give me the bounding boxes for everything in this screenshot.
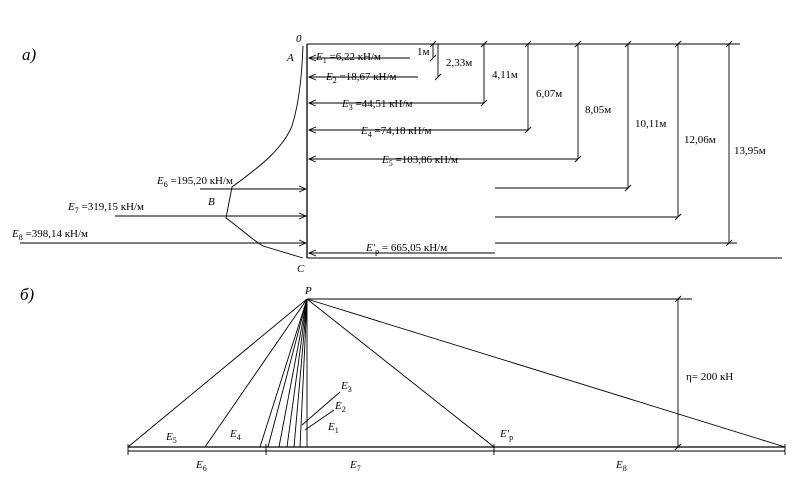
part-a-label: а) bbox=[22, 45, 37, 64]
force-label-e2: E2 =18,67 кН/м bbox=[325, 71, 397, 85]
depth-label-8: 13,95м bbox=[734, 145, 766, 157]
poly-label-e4: E4 bbox=[229, 428, 241, 442]
polygon-rays bbox=[127, 298, 786, 448]
arrowhead-icon bbox=[307, 126, 317, 134]
segment-label-e6: E6 bbox=[195, 459, 207, 473]
leader-e2 bbox=[304, 409, 335, 431]
arrowhead-icon bbox=[298, 212, 308, 220]
point-c-label: C bbox=[297, 263, 305, 275]
arrowhead-icon bbox=[307, 99, 317, 107]
arrowhead-icon bbox=[298, 185, 308, 193]
arrowhead-icon bbox=[298, 239, 308, 247]
poly-label-e3: E3 bbox=[340, 380, 352, 394]
depth-label-1: 1м bbox=[417, 46, 430, 58]
force-label-e5: E5 =103,86 кН/м bbox=[381, 154, 458, 168]
depth-label-4: 6,07м bbox=[536, 88, 562, 100]
point-p-label: P bbox=[304, 285, 312, 297]
point-0-label: 0 bbox=[296, 33, 302, 45]
poly-label-ep: E′p bbox=[499, 428, 513, 442]
depth-label-3: 4,11м bbox=[492, 69, 518, 81]
arrowhead-icon bbox=[307, 155, 317, 163]
force-label-e8: E8 =398,14 кН/м bbox=[11, 228, 88, 242]
poly-label-e2: E2 bbox=[334, 400, 346, 414]
dimension-ticks bbox=[429, 40, 733, 247]
force-label-e6: E6 =195,20 кН/м bbox=[156, 175, 233, 189]
point-b-label: B bbox=[208, 196, 215, 208]
depth-label-5: 8,05м bbox=[585, 104, 611, 116]
force-label-e1: E1 =6,22 кН/м bbox=[315, 51, 381, 65]
pressure-envelope-curve bbox=[225, 45, 304, 259]
eta-label: η= 200 кН bbox=[686, 371, 733, 383]
leader-e3 bbox=[301, 391, 341, 426]
point-a-label: A bbox=[286, 52, 294, 64]
arrowhead-icon bbox=[307, 54, 317, 62]
segment-label-e7: E7 bbox=[349, 459, 361, 473]
depth-label-6: 10,11м bbox=[635, 118, 666, 130]
arrowhead-icon bbox=[307, 249, 317, 257]
force-label-ep: E′p = 665,05 кН/м bbox=[365, 242, 447, 256]
force-label-e7: E7 =319,15 кН/м bbox=[67, 201, 144, 215]
depth-label-2: 2,33м bbox=[446, 57, 472, 69]
segment-label-e8: E8 bbox=[615, 459, 627, 473]
tick bbox=[674, 443, 682, 451]
depth-label-7: 12,06м bbox=[684, 134, 716, 146]
force-label-e3: E3 =44,51 кН/м bbox=[341, 98, 413, 112]
force-label-e4: E4 =74,18 кН/м bbox=[360, 125, 432, 139]
arrowhead-icon bbox=[307, 73, 317, 81]
poly-label-e1: E1 bbox=[327, 421, 339, 435]
poly-label-e5: E5 bbox=[165, 431, 177, 445]
tick bbox=[674, 295, 682, 303]
part-b-label: б) bbox=[20, 285, 35, 304]
